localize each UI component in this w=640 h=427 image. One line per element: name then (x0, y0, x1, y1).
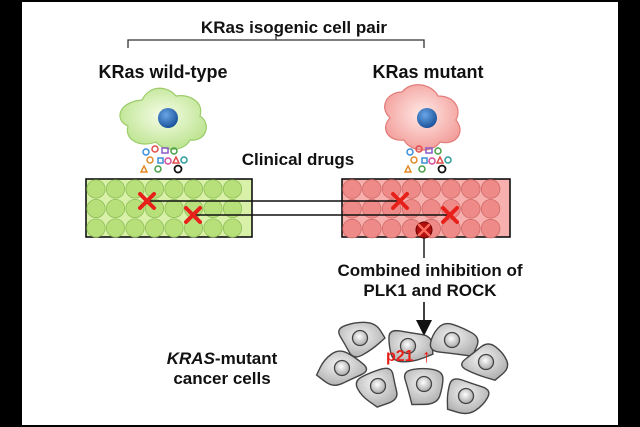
mutant-plate-well (461, 199, 481, 219)
mutant-cell (384, 84, 461, 151)
mutant-plate-well (461, 179, 481, 199)
mutant-plate-well (381, 218, 402, 239)
cancer-cell-cluster (315, 321, 509, 415)
diagram-canvas: KRas isogenic cell pair KRas wild-type K… (22, 2, 618, 425)
cancer-cell-nucleus (369, 377, 387, 395)
mutant-plate-well (441, 218, 461, 239)
hit-mark-mut-2 (441, 206, 459, 224)
wildtype-plate-well (144, 179, 165, 199)
cancer-cell-nucleus (333, 359, 351, 377)
wildtype-plate-well (203, 179, 223, 199)
cancer-cell-nucleus (399, 337, 417, 355)
drug-cluster-left (139, 145, 188, 174)
cancer-cell-nucleus (443, 331, 461, 349)
mutant-plate-well (342, 179, 362, 199)
mutant-plate-well (362, 199, 382, 219)
wildtype-cell (119, 87, 207, 150)
cancer-cell-nucleus (477, 353, 495, 371)
mutant-plate (341, 178, 511, 239)
hit-mark-mut-1 (391, 192, 409, 210)
wildtype-plate-well (105, 218, 126, 238)
cancer-cell-nucleus (415, 375, 433, 393)
pair-title: KRas isogenic cell pair (201, 18, 388, 37)
hit-mark-wt-2 (184, 206, 202, 224)
wildtype-plate-well (164, 218, 184, 238)
wildtype-plate-well (144, 218, 165, 238)
cancer-cell-nucleus (351, 329, 369, 347)
mutant-plate-well (421, 199, 441, 219)
wildtype-plate-well (203, 218, 223, 238)
mutant-plate-well (480, 218, 501, 239)
wildtype-plate-well (164, 198, 184, 219)
hit-mark-wt-1 (138, 192, 156, 210)
wildtype-plate-well (105, 179, 126, 199)
mutant-plate-well (401, 199, 422, 219)
wildtype-plate-well (125, 198, 145, 219)
wildtype-plate-well (125, 218, 145, 238)
wildtype-plate-well (164, 179, 184, 199)
hit-mark-mut-selected (415, 221, 433, 239)
wildtype-label: KRas wild-type (98, 62, 227, 82)
mutant-plate-well (362, 218, 382, 239)
wildtype-plate-well (105, 198, 126, 219)
wildtype-plate (85, 178, 253, 238)
inhibition-line-1: Combined inhibition of (337, 261, 522, 280)
wildtype-plate-well (86, 179, 106, 199)
mutant-plate-well (342, 218, 362, 239)
wildtype-plate-well (183, 218, 204, 238)
cancer-label-line-1: KRAS-mutant (167, 349, 278, 368)
mutant-plate-well (461, 218, 481, 239)
mutant-plate-well (381, 179, 402, 199)
wildtype-plate-well (183, 179, 204, 199)
drugs-label: Clinical drugs (242, 150, 354, 169)
p21-up-arrow: ↑ (422, 346, 431, 366)
wildtype-plate-well (222, 179, 243, 199)
cancer-label-suffix: -mutant (215, 349, 278, 368)
mutant-plate-well (421, 179, 441, 199)
inhibition-line-2: PLK1 and ROCK (363, 281, 497, 300)
mutant-plate-well (342, 199, 362, 219)
wildtype-plate-well (86, 198, 106, 219)
mutant-plate-well (362, 179, 382, 199)
wildtype-plate-well (203, 198, 223, 219)
mutant-label: KRas mutant (372, 62, 483, 82)
cancer-cell-nucleus (457, 387, 475, 405)
cancer-label-line-2: cancer cells (173, 369, 270, 388)
wildtype-plate-well (222, 198, 243, 219)
p21-label: p21 (386, 348, 414, 365)
mutant-plate-well (441, 179, 461, 199)
cancer-label-gene: KRAS (167, 349, 216, 368)
drug-cluster-right (403, 145, 452, 174)
wildtype-plate-well (86, 218, 106, 238)
mutant-plate-well (480, 199, 501, 219)
pair-bracket (127, 39, 425, 48)
mutant-plate-well (480, 179, 501, 199)
wildtype-plate-well (222, 218, 243, 238)
wildtype-nucleus (158, 108, 178, 128)
diagram-svg: KRas isogenic cell pair KRas wild-type K… (85, 18, 523, 415)
mutant-nucleus (417, 108, 437, 128)
